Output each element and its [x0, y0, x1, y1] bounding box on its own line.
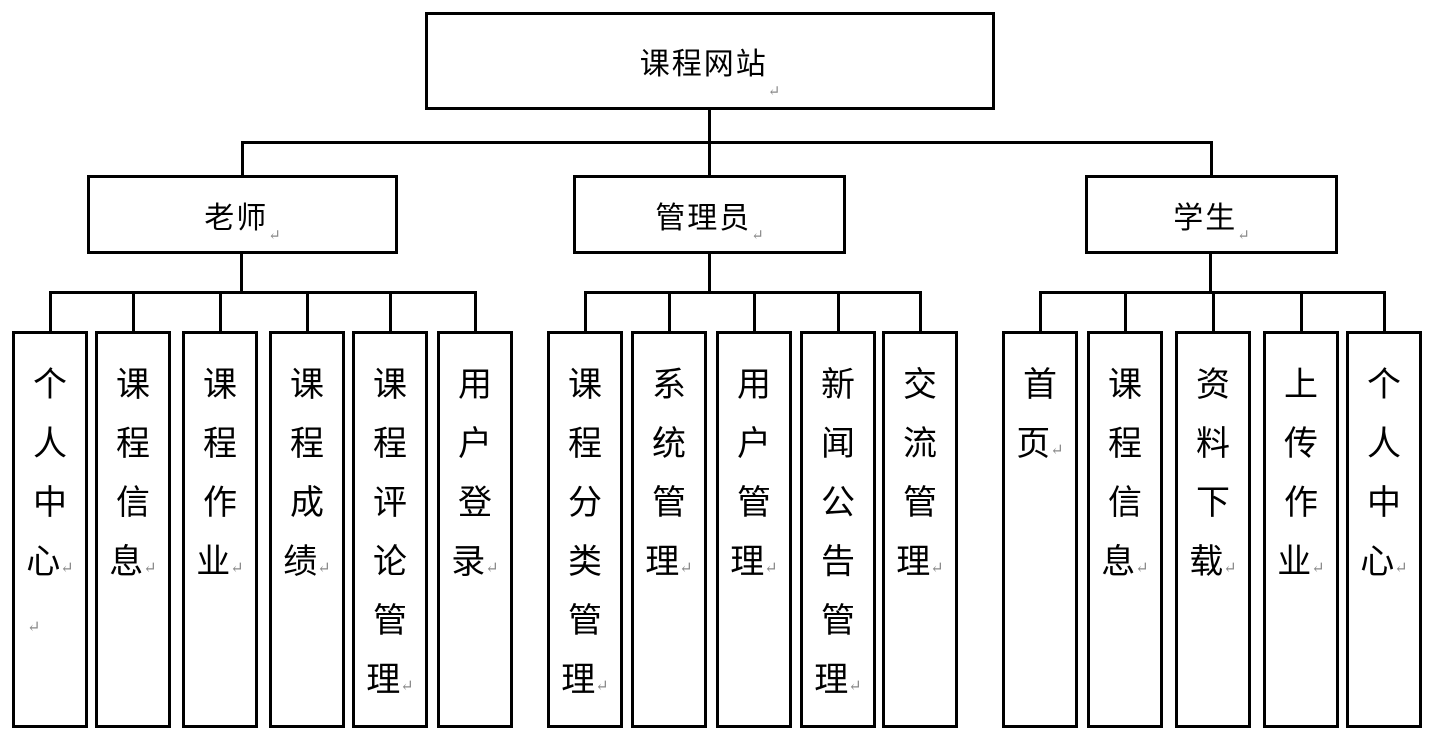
return-mark-icon: ↵: [485, 560, 499, 577]
node-label: 首页: [1016, 367, 1057, 463]
node-label: 个人中心: [26, 367, 67, 581]
connector-teacher-drop-5: [389, 291, 392, 331]
connector-admin-drop-4: [837, 291, 840, 331]
node-admin: 管理员↵: [573, 175, 846, 254]
connector-teacher-drop-6: [474, 291, 477, 331]
return-mark-icon: ↵: [1237, 228, 1250, 244]
node-label: 课程评论管理: [366, 367, 407, 699]
connector-teacher-drop-3: [219, 291, 222, 331]
node-student: 学生↵: [1085, 175, 1338, 254]
connector-drop-teacher: [241, 141, 244, 175]
connector-admin-stem: [708, 253, 711, 293]
connector-teacher-drop-4: [306, 291, 309, 331]
node-personal-center: 个人中心↵↵: [12, 331, 88, 728]
node-course-homework: 课程作业↵: [182, 331, 258, 728]
node-label: 资料下载: [1189, 367, 1230, 581]
connector-level1-bus: [241, 141, 1213, 144]
return-mark-icon: ↵: [764, 560, 778, 577]
node-label: 个人中心: [1360, 367, 1401, 581]
node-label: 课程分类管理: [561, 367, 602, 699]
return-mark-icon: ↵: [60, 560, 74, 577]
node-course-comment-management: 课程评论管理↵: [352, 331, 428, 728]
return-mark-icon: ↵: [230, 560, 244, 577]
node-label: 系统管理: [645, 367, 686, 581]
connector-teacher-bus: [49, 291, 477, 294]
node-user-login: 用户登录↵: [437, 331, 513, 728]
node-admin-label: 管理员: [655, 201, 752, 235]
node-label: 交流管理: [896, 367, 937, 581]
connector-student-drop-5: [1383, 291, 1386, 331]
return-mark-icon: ↵: [400, 678, 414, 695]
node-upload-homework: 上传作业↵: [1263, 331, 1339, 728]
node-label: 课程作业: [196, 367, 237, 581]
node-student-label: 学生: [1173, 201, 1238, 235]
return-mark-icon: ↵: [268, 228, 281, 244]
node-home-page: 首页↵: [1002, 331, 1078, 728]
return-mark-icon: ↵: [143, 560, 157, 577]
connector-admin-drop-2: [668, 291, 671, 331]
node-news-announcement-management: 新闻公告管理↵: [800, 331, 876, 728]
node-label: 课程信息: [109, 367, 150, 581]
return-mark-icon: ↵: [27, 619, 41, 636]
node-communication-management: 交流管理↵: [882, 331, 958, 728]
node-course-info-student: 课程信息↵: [1087, 331, 1163, 728]
connector-student-drop-3: [1212, 291, 1215, 331]
connector-student-stem: [1209, 253, 1212, 293]
return-mark-icon: ↵: [1394, 560, 1408, 577]
connector-admin-drop-1: [584, 291, 587, 331]
connector-student-drop-4: [1300, 291, 1303, 331]
return-mark-icon: ↵: [930, 560, 944, 577]
connector-drop-student: [1210, 141, 1213, 175]
connector-admin-drop-5: [919, 291, 922, 331]
node-course-grades: 课程成绩↵: [269, 331, 345, 728]
node-user-management: 用户管理↵: [716, 331, 792, 728]
return-mark-icon: ↵: [317, 560, 331, 577]
node-teacher: 老师↵: [87, 175, 398, 254]
node-teacher-label: 老师: [204, 201, 269, 235]
connector-admin-drop-3: [753, 291, 756, 331]
node-label: 上传作业: [1277, 367, 1318, 581]
node-label: 用户登录: [451, 367, 492, 581]
node-label: 课程信息: [1101, 367, 1142, 581]
connector-teacher-drop-1: [49, 291, 52, 331]
node-root-label: 课程网站: [639, 48, 768, 81]
node-label: 用户管理: [730, 367, 771, 581]
node-course-category-management: 课程分类管理↵: [547, 331, 623, 728]
node-system-management: 系统管理↵: [631, 331, 707, 728]
return-mark-icon: ↵: [1135, 560, 1149, 577]
node-course-info: 课程信息↵: [95, 331, 171, 728]
node-label: 新闻公告管理: [814, 367, 855, 699]
return-mark-icon: ↵: [1050, 442, 1064, 459]
return-mark-icon: ↵: [595, 678, 609, 695]
connector-student-drop-2: [1124, 291, 1127, 331]
node-root: 课程网站 ↵: [425, 12, 995, 110]
return-mark-icon: ↵: [767, 84, 781, 100]
return-mark-icon: ↵: [751, 228, 764, 244]
connector-teacher-stem: [240, 253, 243, 293]
node-material-download: 资料下载↵: [1175, 331, 1251, 728]
node-personal-center-student: 个人中心↵: [1346, 331, 1422, 728]
connector-teacher-drop-2: [132, 291, 135, 331]
return-mark-icon: ↵: [848, 678, 862, 695]
connector-student-drop-1: [1039, 291, 1042, 331]
node-label: 课程成绩: [283, 367, 324, 581]
return-mark-icon: ↵: [1311, 560, 1325, 577]
return-mark-icon: ↵: [679, 560, 693, 577]
return-mark-icon: ↵: [1223, 560, 1237, 577]
